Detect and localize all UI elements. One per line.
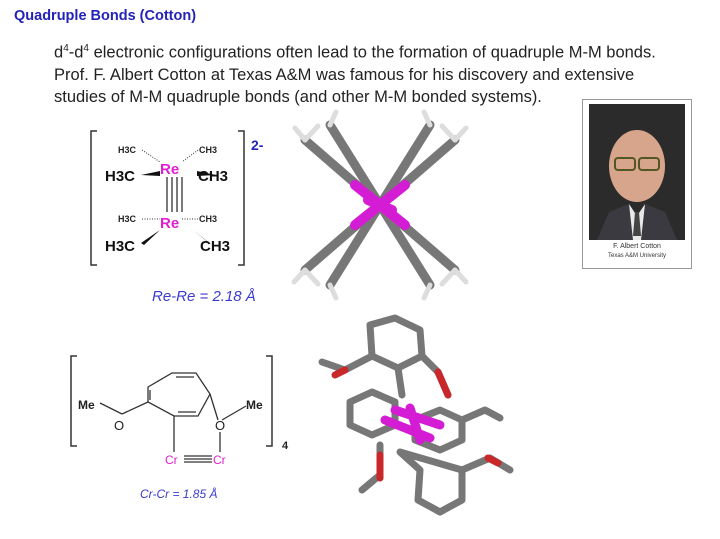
cr-complex-structure: 4 Me Me O O Cr Cr Cr-Cr = 1.85 Å — [70, 355, 289, 501]
charge-label: 2- — [251, 137, 264, 153]
intro-text: d4-d4 electronic configurations often le… — [54, 38, 714, 108]
methyl-label: H3C — [118, 214, 137, 224]
re-atom-top: Re — [160, 161, 179, 178]
re-complex-3d-model — [291, 109, 469, 301]
methyl-label: Me — [78, 398, 95, 412]
intro-line-3: studies of M-M quadruple bonds (and othe… — [54, 87, 542, 106]
photo-caption-affiliation: Texas A&M University — [607, 253, 667, 259]
re-atom-bottom: Re — [160, 215, 179, 232]
methyl-label: CH3 — [200, 238, 230, 255]
subscript-label: 4 — [282, 440, 289, 452]
right-bracket — [238, 130, 245, 266]
left-bracket — [70, 355, 77, 447]
cr-cr-distance: Cr-Cr = 1.85 Å — [140, 486, 217, 501]
left-bracket — [90, 130, 97, 266]
cr-atom: Cr — [213, 453, 226, 467]
cr-complex-3d-model — [318, 314, 514, 516]
re-complex-structure: 2- Re Re H3C CH3 H3C CH3 H3C CH3 H3C CH3… — [90, 130, 264, 305]
aryl-ring — [99, 372, 247, 463]
quadruple-bond — [166, 177, 183, 212]
methyl-label: CH3 — [198, 168, 228, 185]
methyl-label: CH3 — [199, 145, 217, 155]
line-text: electronic configurations often lead to … — [88, 43, 656, 62]
slide-title: Quadruple Bonds (Cotton) — [14, 8, 197, 24]
cr-atom: Cr — [165, 453, 178, 467]
superscript: 4 — [63, 43, 69, 54]
re-re-distance: Re-Re = 2.18 Å — [152, 288, 256, 305]
d-text: -d — [68, 43, 84, 62]
oxygen-label: O — [215, 418, 225, 433]
methyl-label: Me — [246, 398, 263, 412]
intro-line-1: d4-d4 electronic configurations often le… — [54, 38, 714, 64]
intro-line-2: Prof. F. Albert Cotton at Texas A&M was … — [54, 65, 635, 84]
photo-caption-name: F. Albert Cotton — [613, 243, 661, 250]
methyl-label: H3C — [105, 168, 135, 185]
portrait-image — [589, 104, 685, 240]
cotton-photo: F. Albert Cotton Texas A&M University — [582, 99, 692, 269]
superscript: 4 — [83, 43, 89, 54]
methyl-label: H3C — [118, 145, 137, 155]
oxygen-label: O — [114, 418, 124, 433]
right-bracket — [266, 355, 273, 447]
methyl-label: H3C — [105, 238, 135, 255]
methyl-label: CH3 — [199, 214, 217, 224]
d-text: d — [54, 43, 64, 62]
